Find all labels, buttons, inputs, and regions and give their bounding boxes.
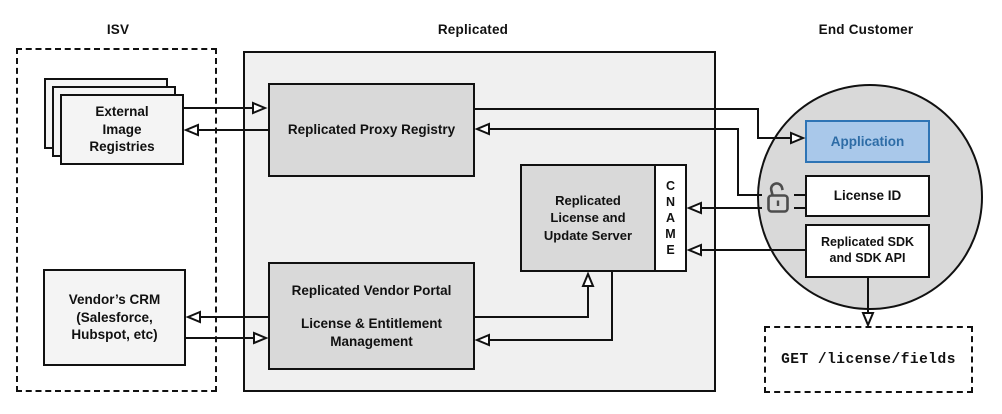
replicated-license-update-server-label: Replicated License and Update Server <box>543 192 633 243</box>
isv-section-title: ISV <box>106 22 130 37</box>
get-license-fields-label: GET /license/fields <box>781 351 956 368</box>
isv-section-box <box>16 48 217 392</box>
vendors-crm-label: Vendor’s CRM (Salesforce, Hubspot, etc) <box>68 292 161 343</box>
replicated-proxy-registry-label: Replicated Proxy Registry <box>287 122 456 138</box>
external-image-registries-node: External Image Registries <box>60 94 184 165</box>
replicated-section-title: Replicated <box>437 22 509 37</box>
license-id-node: License ID <box>805 175 930 217</box>
open-padlock-glyph <box>767 182 789 213</box>
application-node: Application <box>805 120 930 163</box>
get-license-fields-node: GET /license/fields <box>764 326 973 393</box>
replicated-vendor-portal-label: Replicated Vendor Portal License & Entit… <box>291 282 452 349</box>
replicated-proxy-registry-node: Replicated Proxy Registry <box>268 83 475 177</box>
replicated-sdk-label: Replicated SDK and SDK API <box>820 235 915 265</box>
unlock-icon <box>762 179 794 215</box>
replicated-vendor-portal-node: Replicated Vendor Portal License & Entit… <box>268 262 475 370</box>
label-spacer <box>292 299 452 315</box>
end-customer-section-title: End Customer <box>818 22 914 37</box>
application-label: Application <box>830 134 905 149</box>
cname-strip: C N A M E <box>654 166 685 270</box>
replicated-sdk-node: Replicated SDK and SDK API <box>805 224 930 278</box>
license-id-label: License ID <box>833 188 902 204</box>
vendors-crm-node: Vendor’s CRM (Salesforce, Hubspot, etc) <box>43 269 186 366</box>
replicated-license-update-server-node: Replicated License and Update Server C N… <box>520 164 687 272</box>
external-image-registries-label: External Image Registries <box>89 104 155 155</box>
